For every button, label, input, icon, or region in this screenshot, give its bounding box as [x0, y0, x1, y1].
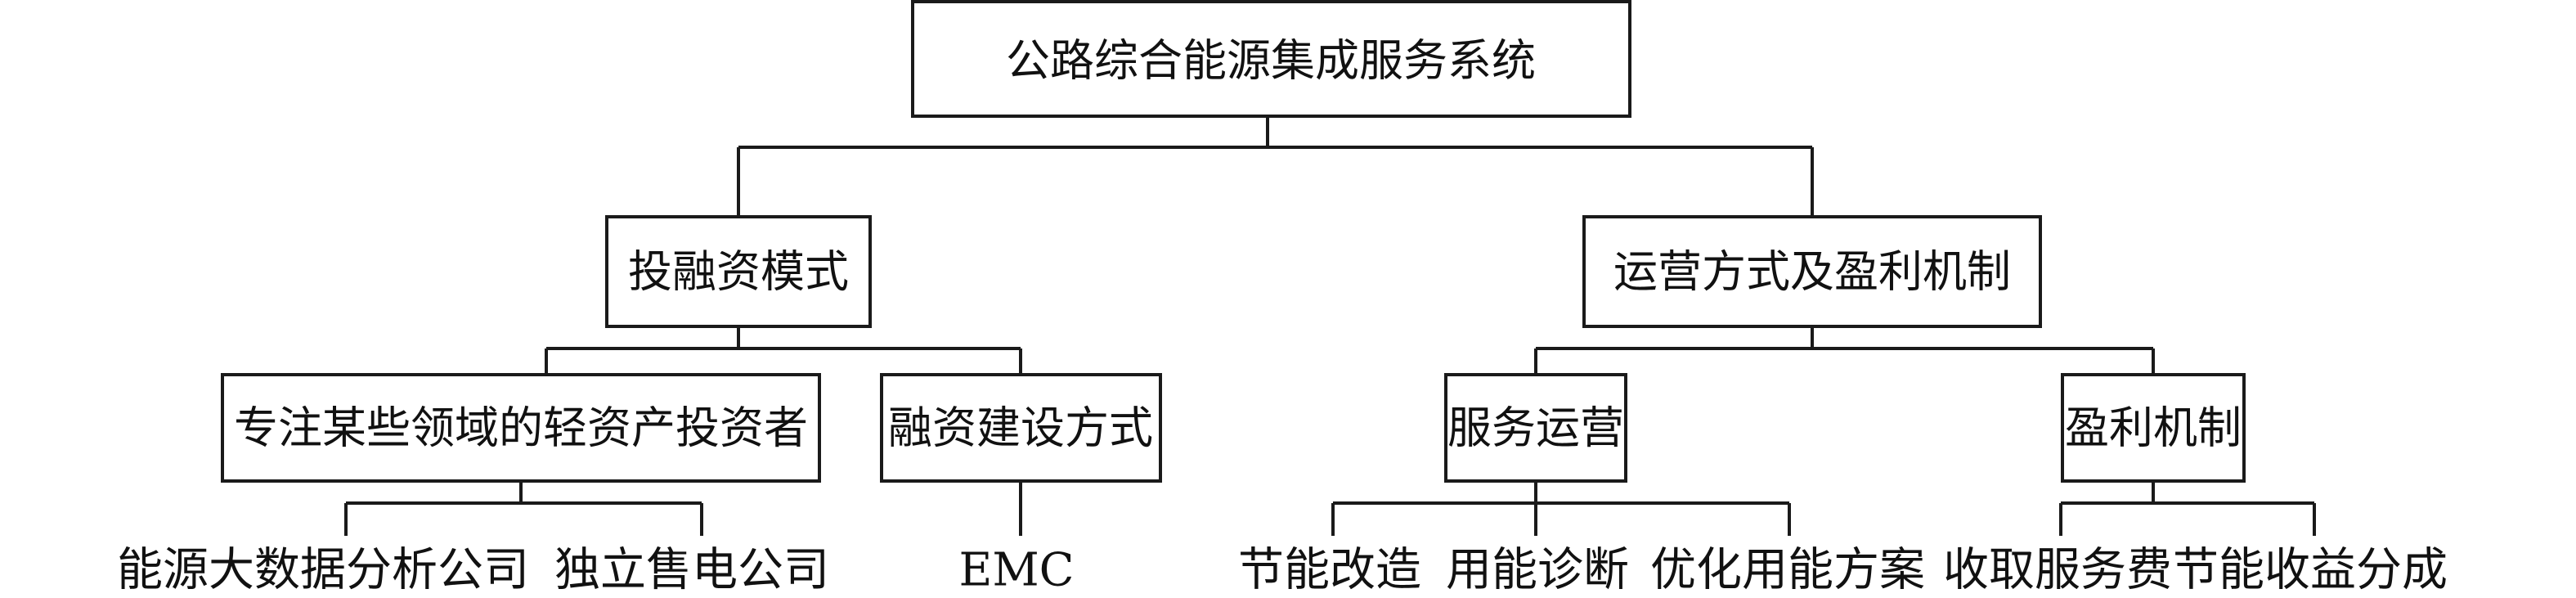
branch-node-investment: 投融资模式 [605, 215, 872, 328]
connectors [344, 116, 2316, 536]
child-label: 盈利机制 [2065, 402, 2242, 454]
leaf-label: 能源大数据分析公司 [117, 544, 529, 597]
child-node-service-operation: 服务运营 [1444, 373, 1627, 483]
child-label: 融资建设方式 [888, 402, 1153, 454]
leaf-labels: 能源大数据分析公司 独立售电公司 EMC 节能改造 用能诊断 优化用能方案 收取… [117, 544, 2448, 597]
root-label: 公路综合能源集成服务系统 [1006, 35, 1536, 87]
branch-node-operation: 运营方式及盈利机制 [1582, 215, 2042, 328]
leaf-label: 优化用能方案 [1650, 544, 1925, 597]
leaf-label: 收取服务费 [1943, 544, 2172, 597]
leaf-label: 节能收益分成 [2173, 544, 2448, 597]
leaf-label: 用能诊断 [1446, 544, 1629, 597]
leaf-label: 独立售电公司 [554, 544, 829, 597]
child-node-profit-mechanism: 盈利机制 [2061, 373, 2246, 483]
leaf-label: 节能改造 [1238, 544, 1421, 597]
child-label: 服务运营 [1447, 402, 1624, 454]
child-node-financing-method: 融资建设方式 [880, 373, 1162, 483]
branch-label: 投融资模式 [628, 246, 849, 298]
leaf-label: EMC [958, 544, 1074, 597]
root-node: 公路综合能源集成服务系统 [911, 0, 1631, 118]
child-label: 专注某些领域的轻资产投资者 [234, 402, 808, 454]
branch-label: 运营方式及盈利机制 [1613, 246, 2011, 298]
child-node-light-asset-investor: 专注某些领域的轻资产投资者 [221, 373, 821, 483]
